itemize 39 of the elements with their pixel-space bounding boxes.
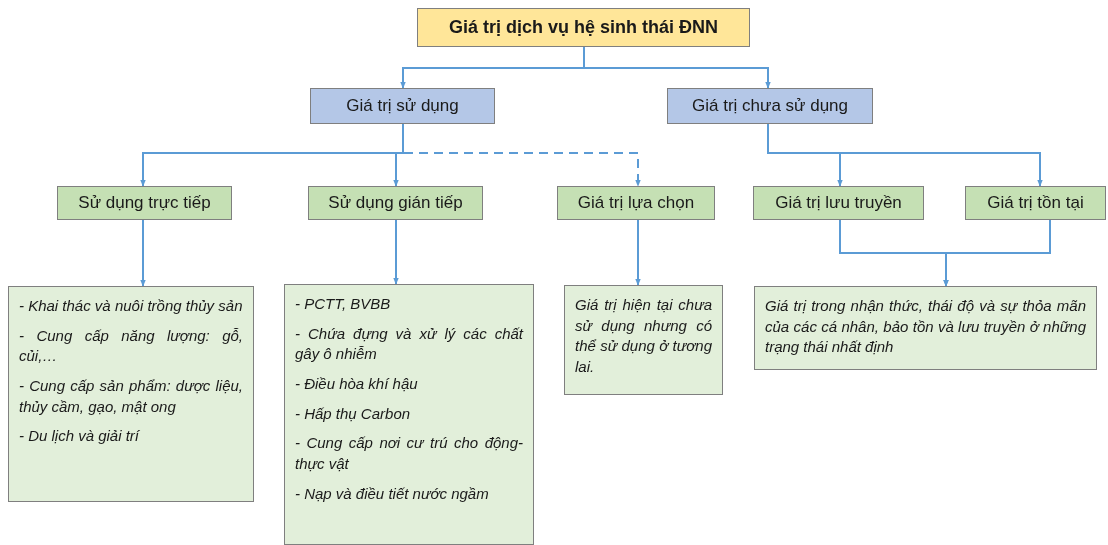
- description-text: Giá trị trong nhận thức, thái độ và sự thỏa mãn của các cá nhân, bảo tồn và lưu truyền ở những trạng thái nhất định: [765, 296, 1086, 358]
- arrow: [393, 219, 399, 285]
- category-box: [753, 186, 924, 220]
- description-text: - Nạp và điều tiết nước ngầm: [295, 483, 490, 504]
- arrow: [140, 219, 146, 287]
- category-box: [57, 186, 232, 220]
- description-box: [8, 286, 254, 502]
- description-text: - Điều hòa khí hậu: [295, 374, 419, 395]
- description-text: - Khai thác và nuôi trồng thủy sản: [19, 296, 243, 316]
- node-label: Giá trị sử dụng: [346, 96, 459, 116]
- arrow: [767, 123, 1043, 187]
- arrow: [583, 46, 771, 89]
- description-text: - Du lịch và giải trí: [19, 426, 141, 447]
- category-box: [557, 186, 715, 220]
- dashed-arrow: [402, 123, 641, 187]
- category-box: [667, 88, 873, 124]
- description-text: - Hấp thụ Carbon: [295, 403, 412, 424]
- category-box: [308, 186, 483, 220]
- description-text: - Cung cấp năng lượng: gỗ, củi,…: [19, 325, 243, 367]
- description-text: - Cung cấp sản phẩm: dược liệu, thủy cầm, gạo, mật ong: [19, 376, 243, 417]
- root-box: [417, 8, 750, 47]
- description-text: - Cung cấp nơi cư trú cho động-thực vật: [295, 433, 523, 475]
- description-text: - PCTT, BVBB: [295, 294, 392, 314]
- description-box: [754, 286, 1097, 370]
- node-label: Sử dụng trực tiếp: [78, 193, 211, 213]
- node-label: Giá trị chưa sử dụng: [692, 96, 848, 116]
- node-label: Giá trị lựa chọn: [577, 193, 695, 213]
- node-label: Giá trị lưu truyền: [775, 193, 902, 213]
- description-box: [564, 285, 723, 395]
- description-text: - Chứa đựng và xử lý các chất gây ô nhiễm: [295, 323, 523, 365]
- category-box: [965, 186, 1106, 220]
- node-label: Giá trị tồn tại: [987, 193, 1084, 213]
- description-box: [284, 284, 534, 545]
- node-label: Sử dụng gián tiếp: [328, 193, 463, 213]
- description-text: Giá trị hiện tại chưa sử dụng nhưng có thể sử dụng ở tương lai.: [575, 295, 712, 378]
- node-label: Giá trị dịch vụ hệ sinh thái ĐNN: [448, 17, 718, 38]
- category-box: [310, 88, 495, 124]
- arrow: [943, 219, 1051, 287]
- arrow: [635, 219, 641, 286]
